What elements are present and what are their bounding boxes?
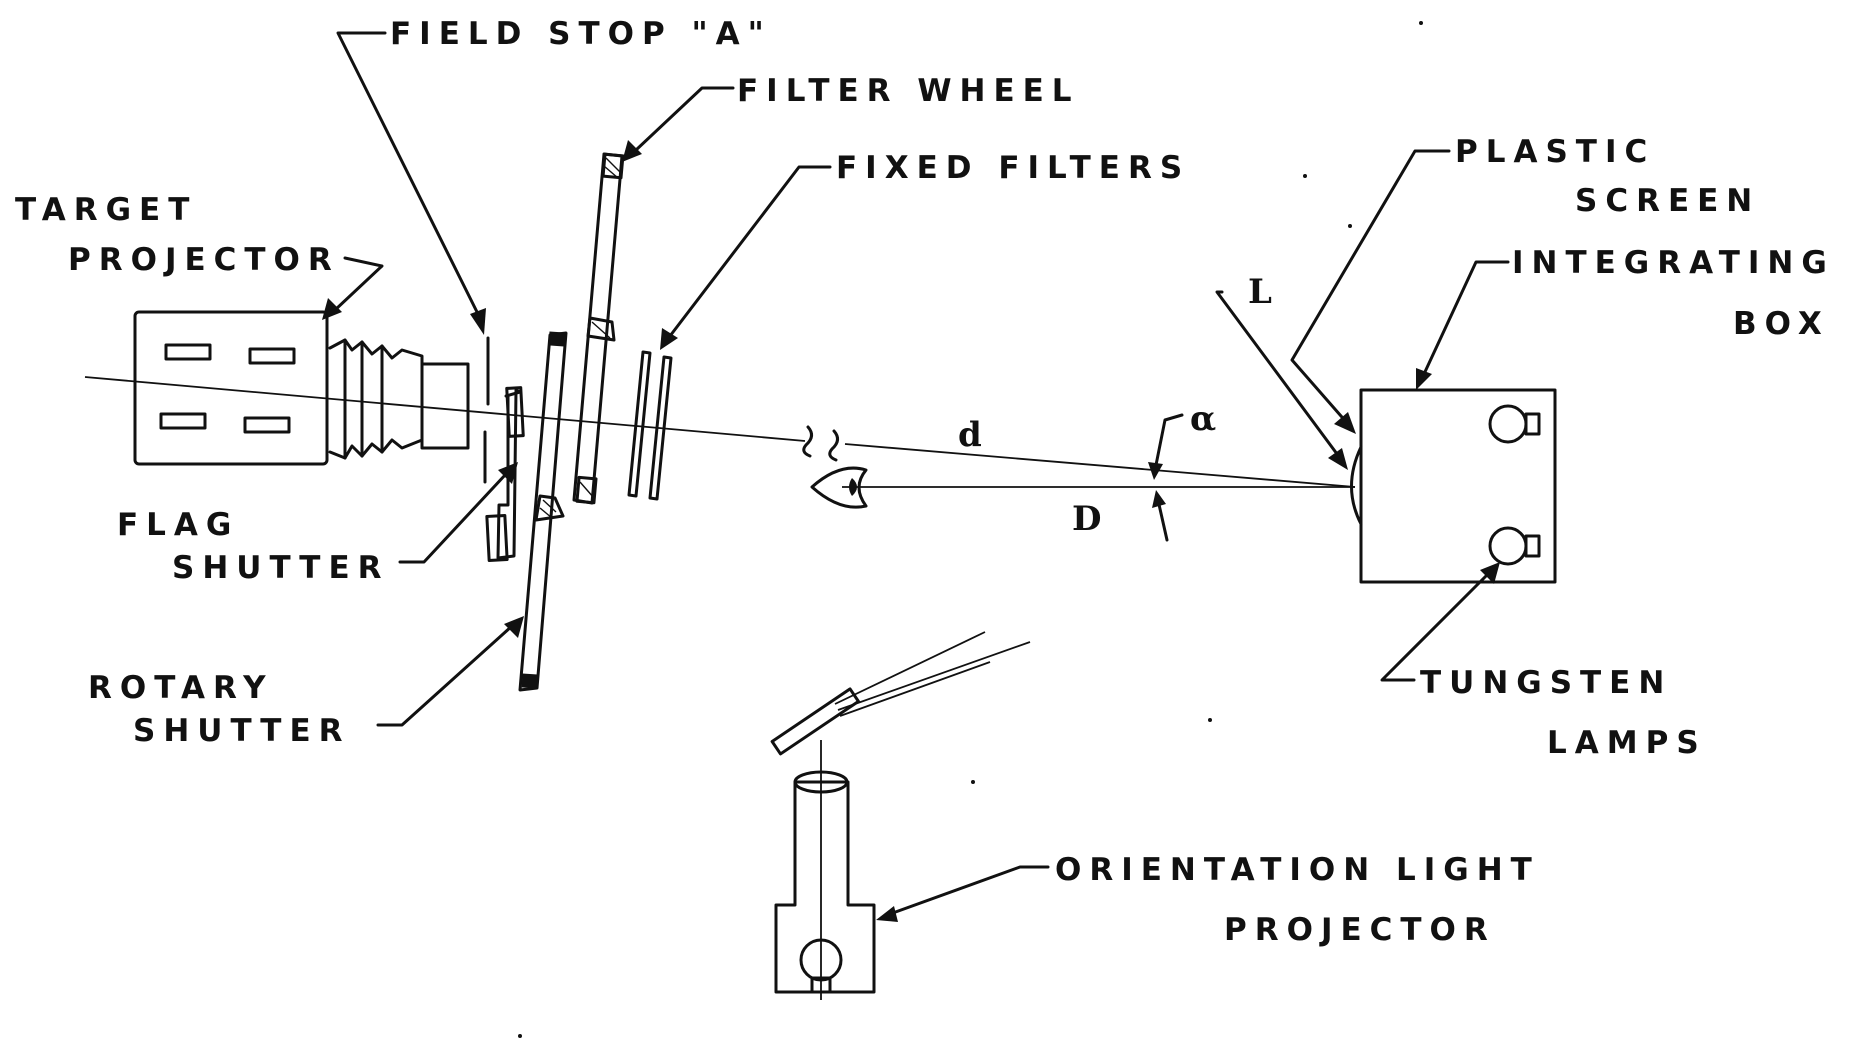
label-box: BOX [1733, 306, 1830, 342]
label-filter-wheel: FILTER WHEEL [737, 73, 1080, 109]
fixed-filters [627, 350, 673, 501]
label-rotary: ROTARY [88, 670, 274, 706]
integrating-box [1350, 388, 1557, 584]
label-orientation-light: ORIENTATION LIGHT [1055, 852, 1540, 888]
label-field-stop: FIELD STOP "A" [390, 16, 772, 52]
observer-eye [810, 466, 868, 509]
break-mark [802, 425, 839, 462]
label-target: TARGET [15, 192, 197, 228]
symbol-alpha: α [1190, 399, 1216, 439]
symbol-D: D [1072, 499, 1101, 539]
label-flag-shutter: SHUTTER [172, 550, 390, 586]
stray-dot [518, 1034, 522, 1038]
leader-lines [322, 31, 1510, 922]
label-flag: FLAG [117, 507, 239, 543]
field-stop-a [483, 336, 490, 484]
stray-dot [971, 780, 975, 784]
sight-line-d [844, 443, 1356, 488]
target-projector [133, 310, 470, 466]
label-fixed-filters: FIXED FILTERS [836, 150, 1190, 186]
filter-wheel [572, 152, 625, 505]
flag-shutter [485, 386, 525, 562]
orientation-light-projector [770, 631, 1031, 1000]
stray-dot [1348, 224, 1352, 228]
label-tungsten: TUNGSTEN [1420, 665, 1672, 701]
label-lamps: LAMPS [1547, 725, 1707, 761]
rotary-shutter [518, 331, 568, 692]
label-orientation-projector: PROJECTOR [1224, 912, 1496, 948]
symbol-L: L [1248, 272, 1272, 312]
stray-dot [1419, 21, 1423, 25]
label-rotary-shutter: SHUTTER [133, 713, 351, 749]
optical-axis-line [84, 376, 806, 442]
label-plastic: PLASTIC [1455, 134, 1655, 170]
label-screen: SCREEN [1575, 183, 1760, 219]
symbol-d: d [958, 415, 982, 455]
label-projector: PROJECTOR [68, 242, 340, 278]
stray-dot [1303, 174, 1307, 178]
stray-dot [1208, 718, 1212, 722]
label-integrating: INTEGRATING [1512, 245, 1835, 281]
